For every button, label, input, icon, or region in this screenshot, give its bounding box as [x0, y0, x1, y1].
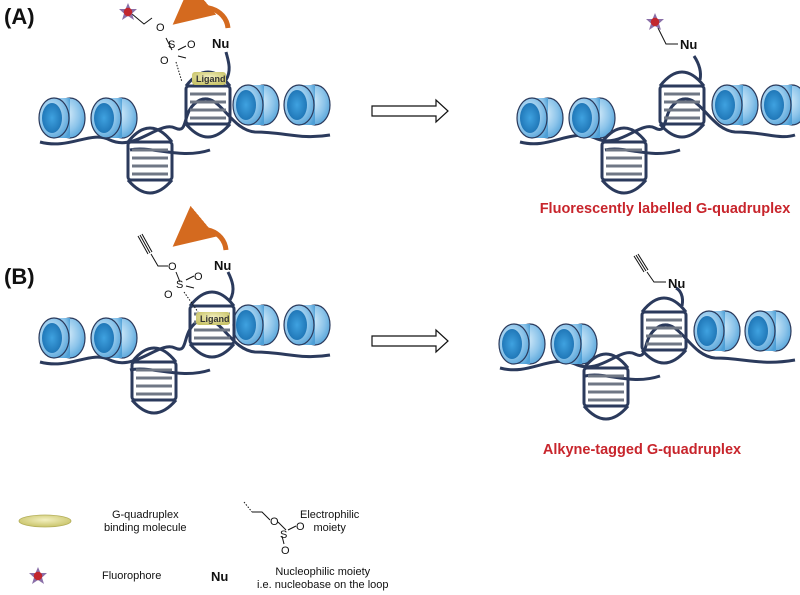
panel-label-b: (B) — [4, 264, 35, 289]
legend-fluorophore-icon — [29, 567, 47, 584]
nucleosome — [568, 97, 616, 139]
atom-sulfur: S — [168, 39, 175, 51]
nucleosome — [550, 323, 598, 365]
legend-nucleophile-line1: Nucleophilic moiety — [275, 566, 371, 578]
legend-nu-symbol: Nu — [211, 569, 229, 584]
atom-oxygen: O — [168, 261, 177, 273]
ligand — [192, 72, 226, 85]
panel-b-substrate: Ligand Nu O S O O — [38, 205, 331, 415]
alkyne-sulfonate — [137, 233, 199, 313]
product-caption-b: Alkyne-tagged G-quadruplex — [543, 442, 741, 458]
nucleophile-label: Nu — [212, 36, 229, 51]
curved-arrow — [172, 205, 229, 251]
nucleosome — [90, 317, 138, 359]
legend-atom-oxygen: O — [270, 516, 279, 528]
nucleosome — [498, 323, 546, 365]
nu-loop — [692, 55, 702, 81]
panel-b-product: Nu — [498, 253, 796, 421]
legend-electrophile-label: Electrophilic moiety — [300, 509, 359, 535]
nucleosome — [693, 310, 741, 352]
legend-atom-oxygen: O — [281, 545, 290, 557]
atom-oxygen: O — [194, 271, 203, 283]
legend-electrophile-line1: Electrophilic — [300, 509, 360, 521]
fluorophore-icon — [646, 13, 664, 30]
nucleophile-label: Nu — [214, 258, 231, 273]
fluorophore-icon — [119, 3, 137, 20]
nucleosome — [711, 84, 759, 126]
legend-electrophile-icon — [243, 501, 297, 545]
nu-loop — [675, 286, 684, 307]
legend-binding-label: G-quadruplex binding molecule — [104, 509, 187, 535]
legend-nucleophile-label: Nucleophilic moiety i.e. nucleobase on t… — [257, 566, 389, 592]
ligand-label: Ligand — [196, 74, 226, 84]
electrophilic-sulfonate — [131, 13, 187, 83]
nucleosome — [760, 84, 800, 126]
nucleosome — [232, 304, 280, 346]
nucleosome — [232, 84, 280, 126]
legend-atom-oxygen: O — [296, 521, 305, 533]
nucleosome — [38, 317, 86, 359]
nucleosome — [283, 304, 331, 346]
legend-binding-line2: binding molecule — [104, 522, 187, 534]
panel-a-product: Nu — [516, 13, 800, 195]
nucleosome — [283, 84, 331, 126]
product-caption-a: Fluorescently labelled G-quadruplex — [540, 201, 791, 217]
g-quadruplex-lower — [126, 126, 174, 195]
atom-sulfur: S — [176, 279, 183, 291]
nucleosome — [90, 97, 138, 139]
nucleosome — [516, 97, 564, 139]
legend-nucleophile-line2: i.e. nucleobase on the loop — [257, 579, 389, 591]
ligand — [196, 312, 230, 325]
ligand-label: Ligand — [200, 314, 230, 324]
alkyne-linker — [633, 253, 666, 283]
nucleosome — [38, 97, 86, 139]
g-quadruplex-lower — [582, 352, 630, 421]
nucleosome — [744, 310, 792, 352]
panel-a-substrate: Ligand Nu O S O O — [38, 0, 331, 195]
legend-electrophile-line2: moiety — [313, 522, 346, 534]
curved-arrow — [172, 0, 231, 29]
nu-loop — [224, 51, 231, 81]
legend-atom-sulfur: S — [280, 529, 287, 541]
atom-oxygen: O — [187, 39, 196, 51]
reaction-arrow — [371, 98, 449, 124]
legend-ligand-swatch — [18, 514, 72, 528]
atom-oxygen: O — [164, 289, 173, 301]
panel-label-a: (A) — [4, 4, 35, 29]
legend-fluorophore-label: Fluorophore — [102, 570, 162, 582]
linker — [657, 27, 678, 45]
reaction-arrow — [371, 328, 449, 354]
nu-loop — [226, 271, 235, 301]
atom-oxygen: O — [160, 55, 169, 67]
legend-binding-line1: G-quadruplex — [111, 509, 179, 521]
product-nucleophile-label: Nu — [668, 276, 685, 291]
atom-oxygen: O — [156, 22, 165, 34]
product-nucleophile-label: Nu — [680, 37, 697, 52]
